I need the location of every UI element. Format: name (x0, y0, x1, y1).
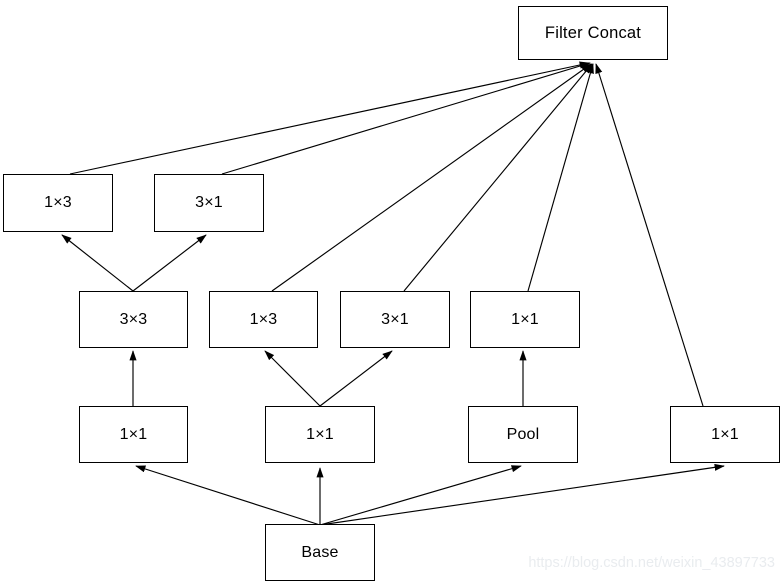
watermark-text: https://blog.csdn.net/weixin_43897733 (528, 555, 775, 571)
edge-top_1x3-to-filter_concat (69, 61, 590, 175)
node-low-pool: Pool (468, 406, 578, 463)
node-mid-1x3: 1×3 (209, 291, 318, 348)
node-base: Base (265, 524, 375, 581)
node-label: 3×1 (195, 194, 223, 211)
node-label: 1×1 (119, 425, 148, 443)
edge-low_1x1_b-to-mid_1x3 (264, 350, 321, 407)
edge-low_1x1_b-to-mid_3x1 (319, 350, 393, 407)
node-label: 1×1 (711, 425, 739, 443)
edge-mid_3x3-to-top_1x3 (61, 234, 134, 292)
edge-top_3x1-to-filter_concat (221, 62, 591, 175)
node-top-1x3: 1×3 (3, 174, 113, 232)
node-filter-concat: Filter Concat (518, 6, 668, 60)
node-top-3x1: 3×1 (154, 174, 264, 232)
edge-mid_1x1-to-filter_concat (527, 63, 594, 292)
edge-mid_3x3-to-top_3x1 (132, 234, 207, 292)
node-label: 1×1 (306, 425, 334, 443)
node-label: Pool (506, 425, 540, 443)
node-low-1x1-c: 1×1 (670, 406, 780, 463)
node-mid-3x3: 3×3 (79, 291, 188, 348)
node-label: Base (301, 543, 339, 561)
node-label: Filter Concat (544, 23, 642, 42)
node-label: 1×1 (511, 310, 539, 328)
edge-mid_1x3-to-filter_concat (271, 63, 592, 292)
node-label: 1×3 (44, 194, 72, 211)
node-low-1x1-a: 1×1 (79, 406, 188, 463)
node-label: 1×3 (249, 310, 278, 328)
node-mid-3x1: 3×1 (340, 291, 450, 348)
edge-base-to-low_1x1_a (135, 465, 321, 526)
node-label: 3×1 (381, 310, 409, 328)
node-low-1x1-b: 1×1 (265, 406, 375, 463)
edge-base-to-low_1x1_c (319, 463, 725, 526)
node-mid-1x1: 1×1 (470, 291, 580, 348)
edge-mid_3x1-to-filter_concat (403, 63, 593, 292)
edge-low_1x1_c-to-filter_concat (595, 63, 704, 407)
edge-base-to-low_pool (319, 465, 522, 526)
node-label: 3×3 (119, 310, 148, 328)
